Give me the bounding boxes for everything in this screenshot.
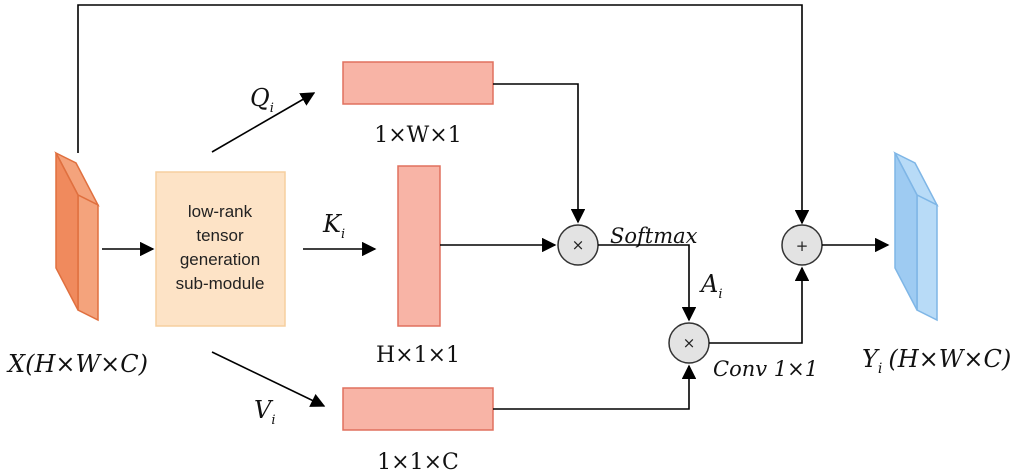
- v-label: Vi: [254, 396, 276, 428]
- softmax-label: Softmax: [610, 224, 698, 248]
- output-tensor-front: [894, 152, 918, 311]
- output-tensor-right: [916, 193, 938, 322]
- module-to-value-arrow: [211, 351, 326, 407]
- attention-letter: A: [699, 270, 718, 298]
- module-to-query-arrow: [211, 92, 316, 153]
- k-sub: i: [341, 227, 345, 242]
- v-sub: i: [271, 413, 275, 428]
- input-tensor: [54, 151, 100, 322]
- query-dims: 1×W×1: [374, 123, 461, 148]
- conv-label: Conv 1×1: [713, 357, 818, 381]
- multiply-symbol-2: ×: [683, 334, 696, 352]
- v-letter: V: [254, 396, 274, 424]
- output-label-main: Y: [862, 345, 880, 373]
- attention-sub: i: [718, 287, 722, 302]
- q-label: Qi: [250, 84, 274, 116]
- input-label: X(H×W×C): [6, 350, 148, 378]
- query-to-multiply-arrow: [493, 83, 586, 224]
- key-dims: H×1×1: [376, 343, 460, 368]
- input-tensor-front: [55, 152, 79, 311]
- input-tensor-right: [77, 193, 99, 322]
- multiply-symbol-1: ×: [572, 236, 585, 254]
- output-tensor: [893, 151, 939, 322]
- k-letter: K: [322, 210, 343, 238]
- output-label-rest: (H×W×C): [888, 345, 1011, 373]
- add-symbol: +: [796, 237, 809, 255]
- attention-label: Ai: [699, 270, 723, 302]
- conv-to-add-arrow: [709, 266, 810, 344]
- output-label: Yi (H×W×C): [862, 345, 1011, 377]
- module-line-1: low-rank: [188, 202, 253, 221]
- k-label: Ki: [322, 210, 345, 242]
- module-line-4: sub-module: [176, 274, 265, 293]
- value-to-multiply-arrow: [493, 364, 697, 410]
- low-rank-module-box: [155, 171, 286, 327]
- module-line-2: tensor: [196, 226, 244, 245]
- output-label-sub: i: [878, 361, 882, 377]
- q-sub: i: [270, 101, 274, 116]
- value-dims: 1×1×C: [377, 450, 459, 474]
- module-line-3: generation: [180, 250, 260, 269]
- key-block: [397, 165, 441, 327]
- softmax-to-multiply-arrow: [598, 244, 697, 322]
- residual-connection: [77, 4, 810, 225]
- query-block: [342, 61, 494, 105]
- q-letter: Q: [250, 84, 270, 112]
- value-block: [342, 387, 494, 431]
